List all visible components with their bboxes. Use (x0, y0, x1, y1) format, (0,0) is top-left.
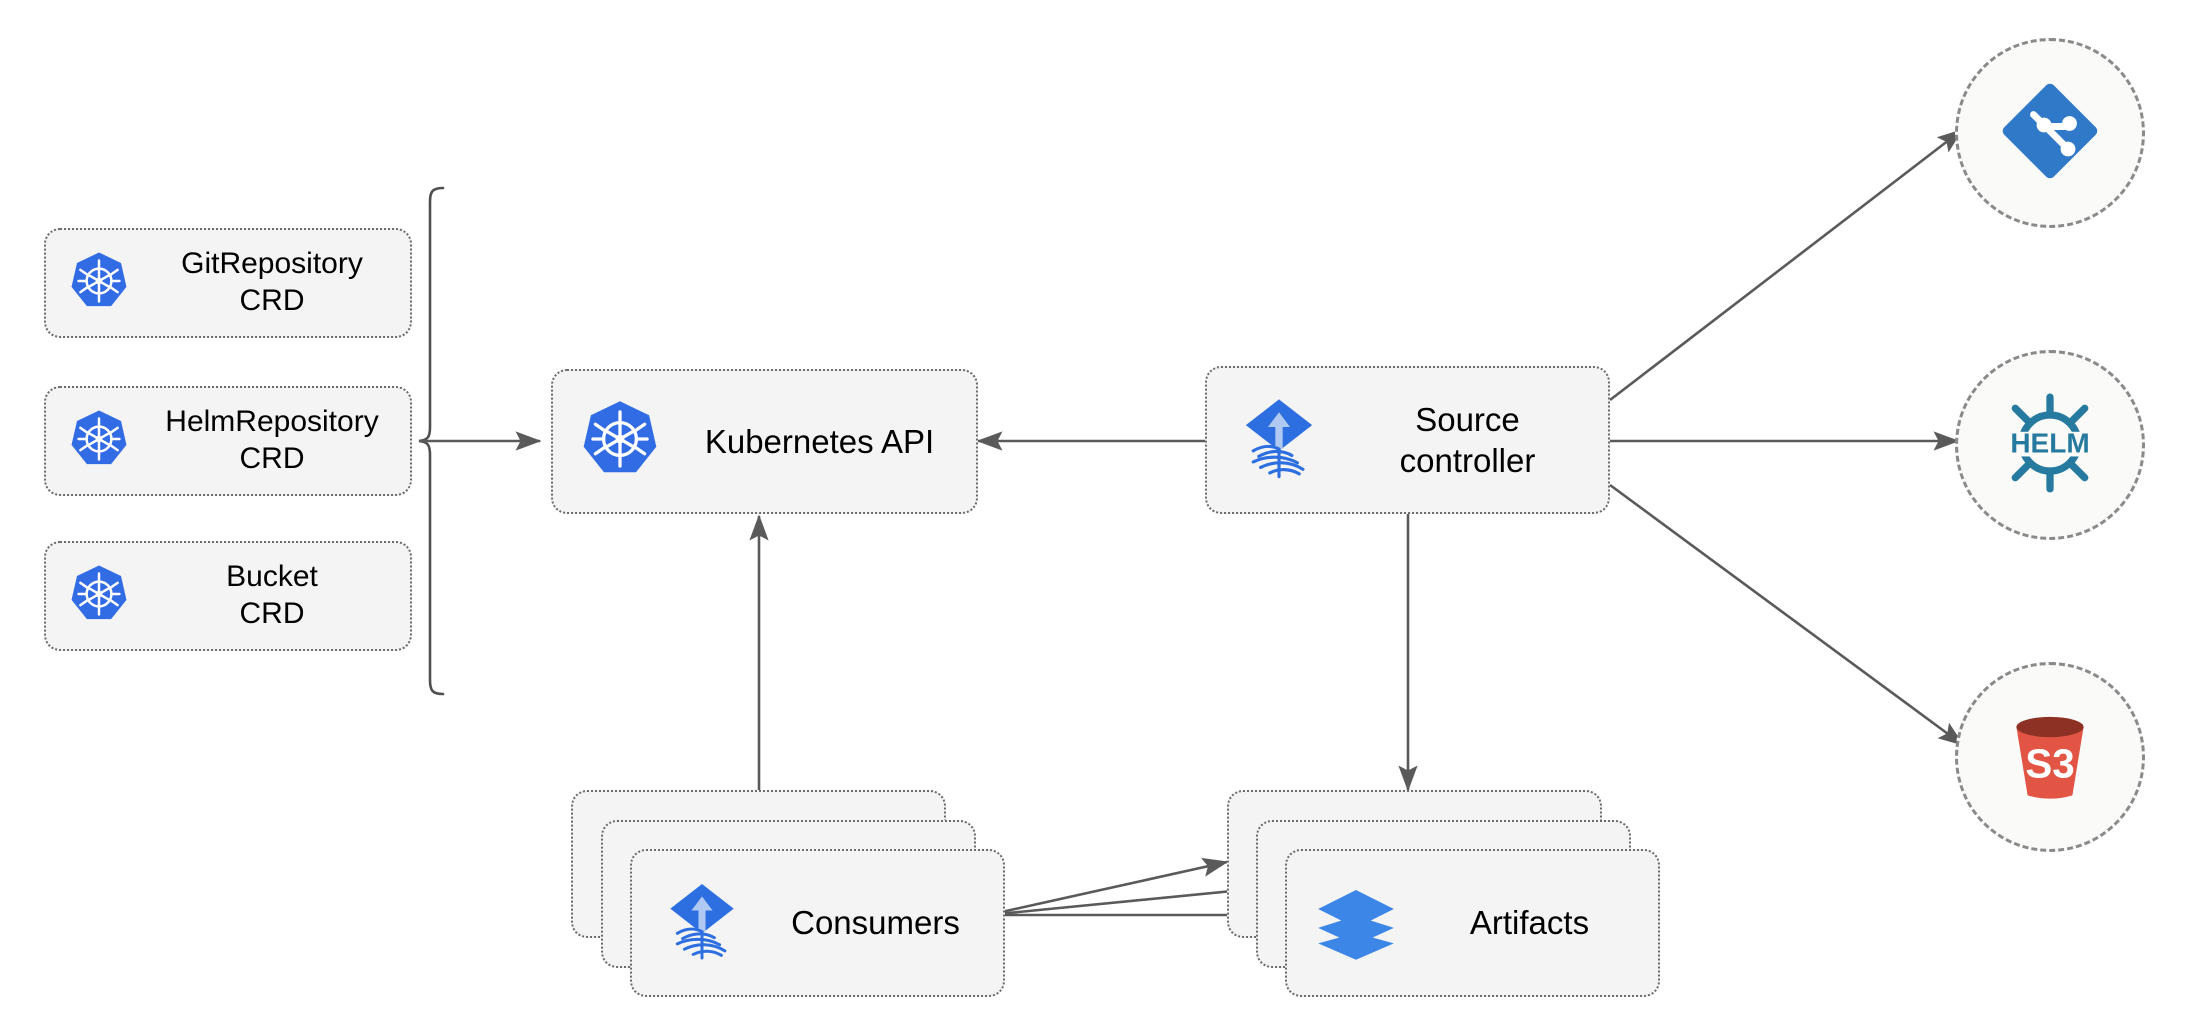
helm-icon: HELM (1994, 387, 2106, 504)
kubernetes-icon (579, 398, 661, 485)
edge-source-controller-to-git (1609, 128, 1964, 402)
crd-label: HelmRepository CRD (165, 405, 379, 475)
node-label: Artifacts (1469, 904, 1590, 942)
node-s3-source[interactable]: S3 (1955, 662, 2145, 852)
node-helmrepository-crd[interactable]: HelmRepository CRD (44, 386, 412, 496)
layers-icon (1313, 878, 1399, 969)
node-source-controller[interactable]: Source controller (1205, 366, 1610, 514)
node-helm-source[interactable]: HELM (1955, 350, 2145, 540)
s3-icon: S3 (1994, 699, 2106, 816)
node-label: Source controller (1399, 400, 1536, 479)
node-artifacts[interactable]: Artifacts (1285, 849, 1660, 997)
edge-consumers-to-artifacts-1 (987, 857, 1229, 917)
kubernetes-icon (68, 250, 130, 317)
edge-consumers-to-artifacts-2 (987, 881, 1255, 917)
crd-group-bracket (418, 186, 445, 696)
crd-label: Bucket CRD (226, 560, 318, 630)
node-label: Consumers (791, 904, 960, 942)
kubernetes-icon (68, 408, 130, 475)
node-gitrepository-crd[interactable]: GitRepository CRD (44, 228, 412, 338)
node-consumers[interactable]: Consumers (630, 849, 1005, 997)
edge-source-controller-to-s3 (1609, 483, 1965, 747)
node-kubernetes-api[interactable]: Kubernetes API (551, 369, 978, 514)
git-icon (1997, 78, 2103, 189)
crd-label: GitRepository CRD (181, 247, 363, 317)
svg-text:HELM: HELM (2010, 427, 2089, 458)
flux-icon (658, 877, 746, 970)
flux-icon (1233, 392, 1325, 489)
svg-text:S3: S3 (2025, 740, 2074, 786)
node-bucket-crd[interactable]: Bucket CRD (44, 541, 412, 651)
kubernetes-icon (68, 563, 130, 630)
node-git-source[interactable] (1955, 38, 2145, 228)
node-label: Kubernetes API (704, 422, 935, 460)
